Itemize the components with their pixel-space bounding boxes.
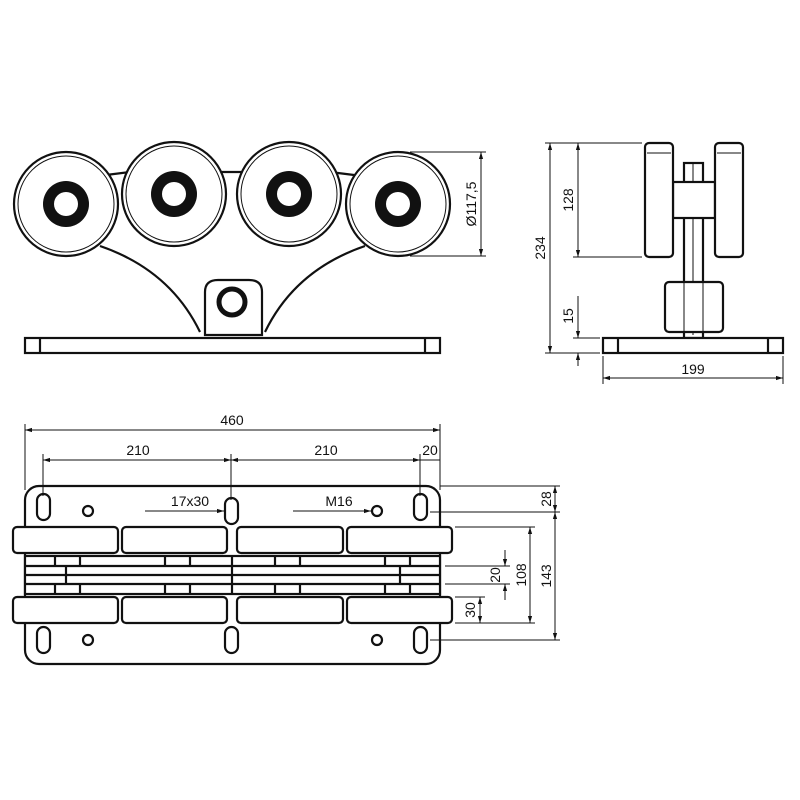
side-base-plate bbox=[601, 336, 785, 355]
slot-label: 17x30 bbox=[171, 493, 209, 509]
dim-20: 20 bbox=[487, 567, 503, 583]
wheel bbox=[12, 150, 120, 258]
side-wheel-left bbox=[643, 141, 675, 259]
dim-199: 199 bbox=[681, 361, 705, 377]
lug bbox=[203, 278, 264, 337]
dim-15: 15 bbox=[560, 308, 576, 324]
lower-block bbox=[663, 280, 725, 334]
thread-label: M16 bbox=[325, 493, 352, 509]
top-wheel-row bbox=[11, 525, 454, 555]
diameter-dimension: Ø117,5 bbox=[410, 151, 486, 257]
side-wheel-right bbox=[713, 141, 745, 259]
wheel bbox=[344, 150, 452, 258]
wheel bbox=[120, 140, 228, 248]
frame-curves bbox=[99, 244, 366, 333]
threaded-holes bbox=[81, 504, 384, 647]
diameter-label: Ø117,5 bbox=[463, 181, 479, 226]
bottom-wheel-row bbox=[11, 595, 454, 625]
dim-128: 128 bbox=[560, 188, 576, 212]
dim-143: 143 bbox=[538, 564, 554, 588]
front-view: Ø117,5 bbox=[12, 140, 486, 355]
base-plate bbox=[23, 336, 442, 355]
dim-108: 108 bbox=[513, 563, 529, 587]
dim-210-right: 210 bbox=[314, 442, 338, 458]
dim-210-left: 210 bbox=[126, 442, 150, 458]
dim-28: 28 bbox=[538, 491, 554, 507]
dim-20-edge: 20 bbox=[422, 442, 438, 458]
dim-30: 30 bbox=[462, 602, 478, 618]
dim-234: 234 bbox=[532, 236, 548, 260]
wheel bbox=[235, 140, 343, 248]
dim-460: 460 bbox=[220, 412, 244, 428]
side-view: 234 128 15 199 bbox=[532, 141, 785, 384]
top-view: 460 210 210 20 17x30 M16 28 143 108 20 3… bbox=[11, 412, 560, 666]
